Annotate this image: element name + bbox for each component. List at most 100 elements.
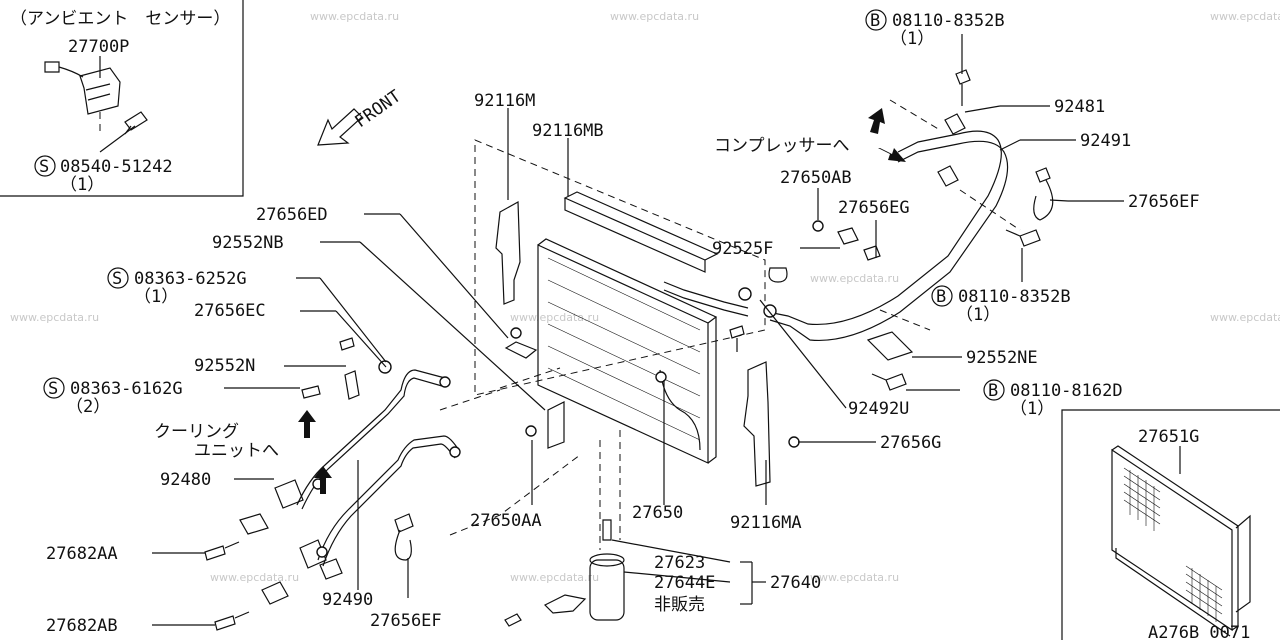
watermark: www.epcdata.ru (210, 571, 299, 584)
watermark: www.epcdata.ru (310, 10, 399, 23)
label-92116M: 92116M (474, 91, 535, 111)
seal-92116M (495, 200, 521, 305)
label-27651G: 27651G (1138, 427, 1199, 447)
watermark: www.epcdata.ru (610, 10, 699, 23)
label-08363-6252G-qty: （1） (134, 287, 178, 307)
watermark: www.epcdata.ru (510, 311, 599, 324)
watermark: www.epcdata.ru (810, 571, 899, 584)
label-92525F: 92525F (712, 239, 773, 259)
inset-heading: （アンビエント センサー） (10, 9, 230, 29)
arrow-down-icon (868, 108, 885, 134)
leader-lines (152, 34, 1124, 626)
sensor-body-icon (79, 67, 121, 115)
label-to-compressor: コンプレッサーへ (714, 136, 850, 156)
label-92116MA: 92116MA (730, 513, 802, 533)
fin-hatch (1123, 467, 1223, 622)
pipe-92480 (296, 369, 446, 506)
inset-ambient-sensor: （アンビエント センサー） 27700P S 08540-51242 （1） (0, 0, 244, 197)
label-08110-8352B-top-qty: （1） (890, 29, 934, 49)
label-92552N: 92552N (194, 356, 255, 376)
label-27682AA: 27682AA (46, 544, 118, 564)
flow-arrows (298, 108, 906, 494)
label-27656EF-bottom: 27656EF (370, 611, 442, 631)
label-92552NE: 92552NE (966, 348, 1038, 368)
condenser-assembly (474, 139, 771, 627)
switch-27623 (602, 519, 612, 541)
screw-symbol-letter: S (48, 379, 58, 399)
screw-symbol-icon (107, 267, 129, 289)
watermark: www.epcdata.ru (1210, 311, 1280, 324)
inset-condenser: 27651G A276B 0071 (1061, 409, 1280, 643)
drier-bracket (543, 594, 587, 614)
bolt-symbol-letter: B (936, 287, 946, 307)
label-92552NB: 92552NB (212, 233, 284, 253)
label-27623: 27623 (654, 553, 705, 573)
bolt-symbol-letter: B (870, 11, 880, 31)
watermark: www.epcdata.ru (10, 311, 99, 324)
label-27644E: 27644E (654, 573, 715, 593)
bracket-92552NE (866, 331, 914, 361)
sensor-connector-icon (44, 61, 60, 73)
watermark: www.epcdata.ru (810, 272, 899, 285)
bolt-symbol-icon (865, 9, 887, 31)
front-arrow-icon (317, 108, 363, 146)
bracket-27650AA (547, 401, 565, 449)
bolt-symbol-letter: B (988, 381, 998, 401)
bolt-08110-8352B-top (955, 69, 971, 106)
footer-code: A276B 0071 (1148, 623, 1250, 640)
bolt-27682AA (204, 541, 240, 561)
label-08110-8162D: 08110-8162D (1010, 381, 1123, 401)
pipe-92490 (317, 435, 461, 561)
pipe-92481 (767, 130, 1002, 326)
label-27656EG: 27656EG (838, 198, 910, 218)
label-27650AA: 27650AA (470, 511, 542, 531)
pipes (204, 69, 1054, 631)
label-27650AB: 27650AB (780, 168, 852, 188)
label-08110-8352B-mid-qty: （1） (956, 305, 1000, 325)
label-08540-51242: 08540-51242 (60, 157, 173, 177)
watermark: www.epcdata.ru (1210, 10, 1280, 23)
label-92491: 92491 (1080, 131, 1131, 151)
screw-symbol-icon (43, 377, 65, 399)
label-27656G: 27656G (880, 433, 941, 453)
bolt-symbol-icon (931, 285, 953, 307)
bolt-27682AB (214, 611, 250, 631)
inset-frame (1061, 409, 1280, 640)
bolt-symbol-icon (983, 379, 1005, 401)
screw-symbol-letter: S (39, 157, 49, 177)
receiver-drier-27640 (589, 559, 625, 621)
arrow-up-icon (314, 466, 332, 494)
labels: 92116M 92116MB 27656ED 92552NB S 08363-6… (43, 9, 1200, 636)
bolt-08110-8162D (871, 373, 907, 391)
clip-27656EF-right (1033, 179, 1054, 221)
label-92490: 92490 (322, 590, 373, 610)
label-08540-51242-qty: （1） (60, 175, 104, 195)
arrow-up-icon (298, 410, 316, 438)
screw-symbol-icon (34, 155, 56, 177)
label-27650: 27650 (632, 503, 683, 523)
seal-92116MA (743, 361, 771, 487)
grommet-92525F (768, 267, 788, 283)
pipe-92492U (663, 281, 749, 309)
label-27656EF-right: 27656EF (1128, 192, 1200, 212)
label-27700P: 27700P (68, 37, 129, 57)
label-cooling-unit-2: ユニットへ (194, 441, 279, 461)
label-92116MB: 92116MB (532, 121, 604, 141)
label-27656ED: 27656ED (256, 205, 328, 225)
watermark: www.epcdata.ru (510, 571, 599, 584)
label-92492U: 92492U (848, 399, 909, 419)
bolt-08110-8352B-mid (1005, 229, 1041, 247)
front-arrow: FRONT (317, 86, 405, 146)
inset-frame (0, 0, 244, 197)
label-front: FRONT (351, 86, 404, 132)
screw-symbol-letter: S (112, 269, 122, 289)
label-not-for-sale: 非販売 (654, 595, 705, 615)
label-08110-8162D-qty: （1） (1010, 399, 1054, 419)
label-92481: 92481 (1054, 97, 1105, 117)
label-08363-6252G: 08363-6252G (134, 269, 247, 289)
seal-bar-92116MB (563, 191, 719, 273)
watermark-layer: www.epcdata.ru www.epcdata.ru www.epcdat… (10, 10, 1280, 584)
label-08110-8352B-mid: 08110-8352B (958, 287, 1071, 307)
label-08110-8352B-top: 08110-8352B (892, 11, 1005, 31)
arrow-right-icon (878, 148, 906, 162)
